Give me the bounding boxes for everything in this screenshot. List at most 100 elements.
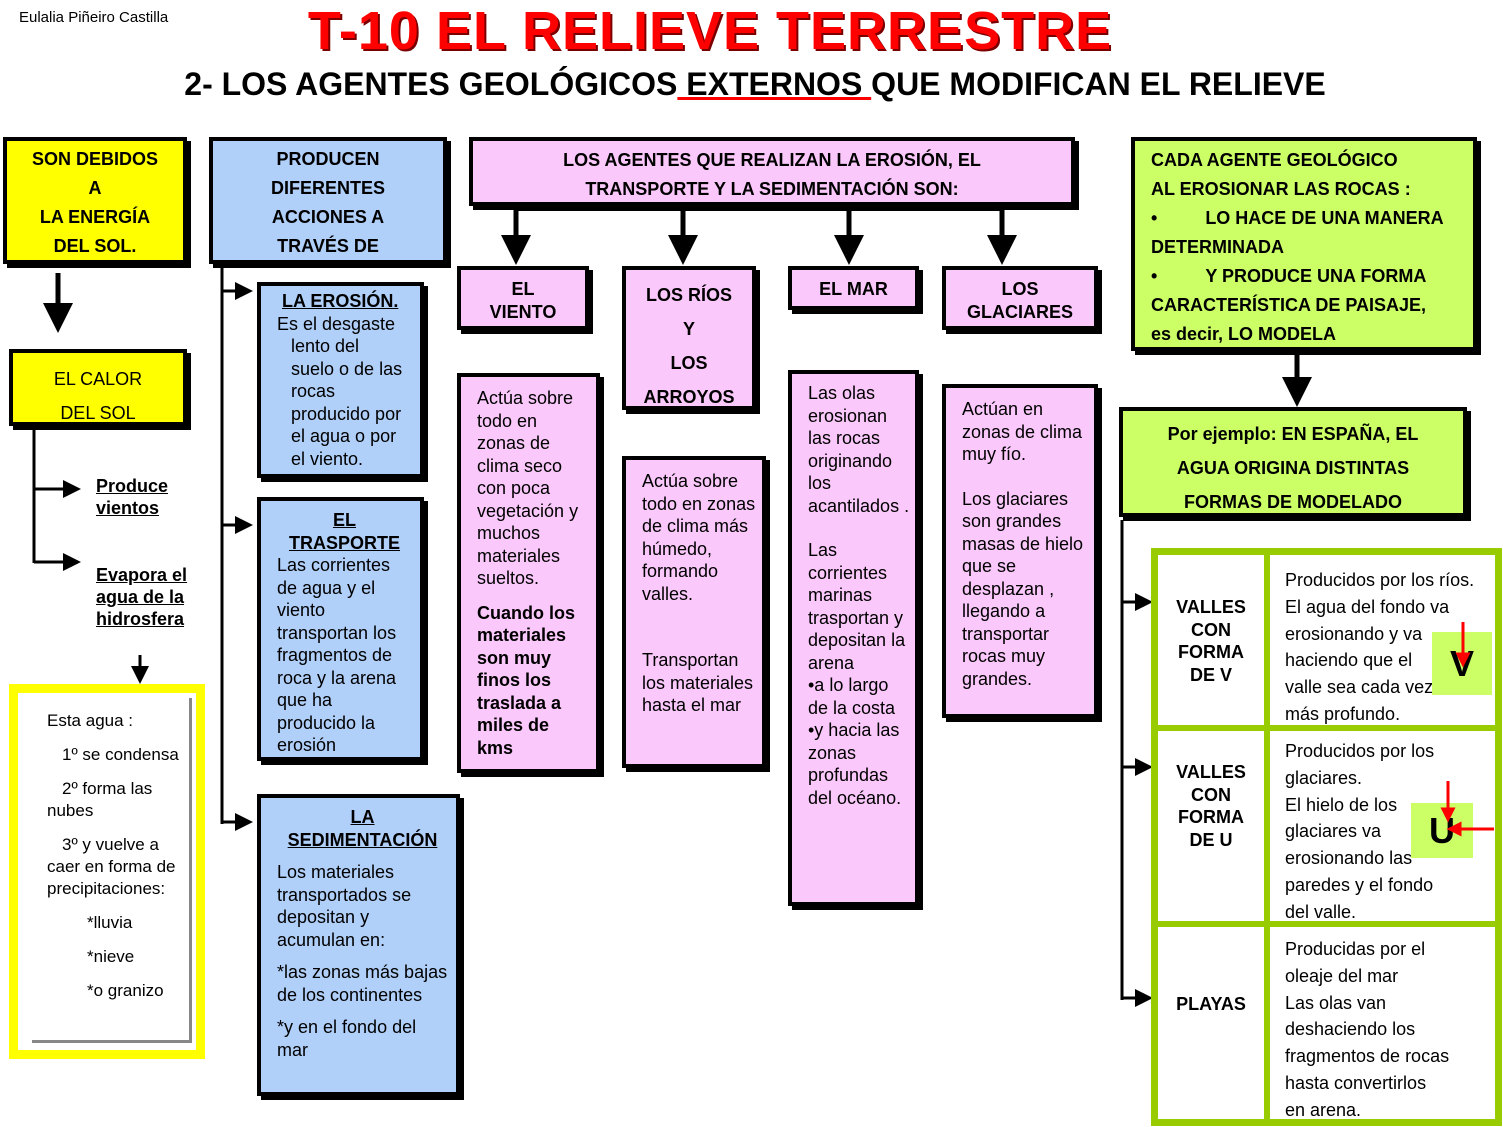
water-step: 3º y vuelve a caer en forma de precipita…: [47, 835, 176, 898]
bullet: •: [1151, 208, 1158, 228]
subtitle-emphasis: EXTERNOS: [677, 66, 872, 102]
erosion-line: rocas: [291, 381, 336, 401]
sea-text2: Las corrientes marinas trasportan y depo…: [808, 540, 906, 673]
erosion-title: LA EROSIÓN.: [282, 291, 399, 311]
water-cycle-box: Esta agua : 1º se condensa 2º forma las …: [29, 695, 189, 1040]
agent-rivers-desc: Actúa sobre todo en zonas de clima más h…: [622, 456, 766, 768]
landform-name-line: FORMA: [1178, 807, 1244, 827]
modeling-line: AL EROSIONAR LAS ROCAS :: [1151, 179, 1411, 199]
landform-desc-line: erosionando y va: [1285, 623, 1423, 644]
actions-line: ACCIONES A: [271, 207, 385, 227]
wind-bold-text: Cuando los materiales son muy finos los …: [477, 602, 575, 758]
modeling-line: Y PRODUCE UNA FORMA: [1205, 266, 1427, 286]
landform-desc-line: fragmentos de rocas: [1285, 1046, 1450, 1067]
erosion-line: el viento.: [291, 448, 364, 469]
agents-header-line: LOS AGENTES QUE REALIZAN LA EROSIÓN, EL: [563, 150, 981, 170]
landform-desc-line: oleaje del mar: [1285, 965, 1399, 986]
agent-glaciers-title-box: LOS GLACIARES: [942, 266, 1098, 330]
actions-line: DIFERENTES: [270, 178, 385, 198]
landform-name-beach: PLAYAS: [1158, 993, 1264, 1016]
erosion-line: suelo o de las: [291, 358, 403, 379]
arrow-down-red-icon: [1455, 622, 1471, 668]
sun-heat-box: EL CALOR DEL SOL: [9, 349, 187, 426]
agent-rivers-title-box: LOS RÍOS Y LOS ARROYOS: [622, 266, 756, 410]
landform-desc-line: erosionando las: [1285, 848, 1413, 869]
landform-desc-line: más profundo.: [1285, 703, 1401, 724]
precip-form: *lluvia: [87, 913, 133, 932]
glaciers-text: Actúan en zonas de clima muy fío.: [962, 399, 1083, 464]
landform-name-line: DE U: [1189, 829, 1233, 850]
modeling-line: LO HACE DE UNA MANERA: [1205, 208, 1444, 228]
landform-name-v: VALLES CON FORMA DE V: [1158, 596, 1264, 686]
landform-desc-u: Producidos por los glaciares. El hielo d…: [1285, 738, 1499, 926]
landform-name-line: VALLES: [1176, 597, 1246, 617]
subtitle-post: QUE MODIFICAN EL RELIEVE: [871, 66, 1326, 102]
transport-title: TRASPORTE: [288, 532, 400, 553]
erosion-line: Es el desgaste: [277, 313, 396, 334]
sun-line: LA ENERGÍA: [39, 207, 151, 227]
actions-line: TRAVÉS DE: [277, 236, 379, 256]
sun-line: DEL SOL.: [53, 236, 137, 256]
heat-line: EL CALOR: [53, 369, 143, 389]
rivers-title: LOS: [670, 353, 708, 373]
transport-text: Las corrientes de agua y el viento trans…: [277, 555, 397, 755]
landform-desc-line: hasta convertirlos: [1285, 1072, 1427, 1093]
agent-sea-title-box: EL MAR: [788, 266, 919, 310]
precip-form: *nieve: [87, 947, 135, 966]
landform-name-line: DE V: [1189, 664, 1232, 685]
rivers-text: Actúa sobre todo en zonas de clima más h…: [642, 471, 756, 604]
landform-name-line: VALLES: [1176, 762, 1246, 782]
agent-wind-title-box: EL VIENTO: [457, 266, 589, 330]
sedimentation-place: *las zonas más bajas de los continentes: [277, 962, 448, 1005]
erosion-line: lento del: [291, 336, 360, 356]
erosion-line: producido por: [291, 403, 402, 424]
landform-desc-line: Producidos por los ríos.: [1285, 570, 1475, 590]
rivers-title: ARROYOS: [643, 387, 735, 407]
landform-desc-line: en arena.: [1285, 1099, 1362, 1120]
agent-glaciers-desc: Actúan en zonas de clima muy fío. Los gl…: [942, 384, 1098, 718]
water-intro: Esta agua :: [47, 711, 134, 730]
wind-text: Actúa sobre todo en zonas de clima seco …: [477, 388, 579, 588]
rivers-text2: Transportan los materiales hasta el mar: [642, 650, 754, 715]
landform-desc-line: Producidas por el: [1285, 939, 1426, 959]
sea-bullet: •y hacia las zonas profundas del océano.: [808, 720, 902, 808]
sea-title: EL MAR: [819, 279, 888, 299]
landform-desc-line: valle sea cada vez: [1285, 677, 1434, 698]
sea-text: Las olas erosionan las rocas originando …: [808, 383, 910, 516]
example-box: Por ejemplo: EN ESPAÑA, EL AGUA ORIGINA …: [1119, 407, 1467, 517]
landform-desc-v: Producidos por los ríos. El agua del fon…: [1285, 567, 1499, 728]
water-cycle-frame: Esta agua : 1º se condensa 2º forma las …: [9, 684, 205, 1059]
landform-desc-beach: Producidas por el oleaje del mar Las ola…: [1285, 936, 1499, 1124]
sea-bullet: •a lo largo de la costa: [808, 675, 896, 718]
sedimentation-title: SEDIMENTACIÓN: [287, 829, 438, 850]
erosion-box: LA EROSIÓN. Es el desgaste lento del sue…: [257, 282, 424, 478]
landform-desc-line: glaciares.: [1285, 767, 1363, 788]
agents-header-line: TRANSPORTE Y LA SEDIMENTACIÓN SON:: [585, 179, 959, 199]
landform-desc-line: glaciares va: [1285, 821, 1382, 842]
actions-header-box: PRODUCEN DIFERENTES ACCIONES A TRAVÉS DE: [209, 137, 447, 264]
sun-line: SON DEBIDOS: [31, 149, 159, 169]
example-line: FORMAS DE MODELADO: [1184, 492, 1402, 512]
modeling-line: CADA AGENTE GEOLÓGICO: [1151, 150, 1398, 170]
landform-desc-line: haciendo que el: [1285, 650, 1413, 671]
arrows-red-icon: [1440, 781, 1494, 837]
sun-line: A: [88, 178, 102, 198]
sedimentation-text: Los materiales transportados se deposita…: [277, 862, 412, 950]
transport-box: EL TRASPORTE Las corrientes de agua y el…: [257, 497, 424, 761]
landform-desc-line: Producidos por los: [1285, 741, 1435, 761]
glaciers-title: GLACIARES: [966, 302, 1073, 322]
table-divider: [1158, 725, 1495, 731]
landform-desc-line: deshaciendo los: [1285, 1019, 1416, 1040]
wind-title: VIENTO: [489, 302, 557, 322]
modeling-line: es decir, LO MODELA: [1151, 324, 1337, 344]
water-step: 2º forma las nubes: [47, 779, 153, 820]
modeling-line: CARACTERÍSTICA DE PAISAJE,: [1151, 295, 1427, 315]
landform-desc-line: paredes y el fondo: [1285, 874, 1434, 895]
page-subtitle: 2- LOS AGENTES GEOLÓGICOS EXTERNOS QUE M…: [100, 66, 1410, 103]
sedimentation-title: LA: [350, 807, 375, 827]
landform-name-line: FORMA: [1178, 642, 1244, 662]
table-divider: [1158, 921, 1495, 927]
landform-desc-line: El agua del fondo va: [1285, 596, 1450, 617]
subtitle-pre: 2- LOS AGENTES GEOLÓGICOS: [184, 66, 678, 102]
water-step: 1º se condensa: [62, 745, 179, 764]
